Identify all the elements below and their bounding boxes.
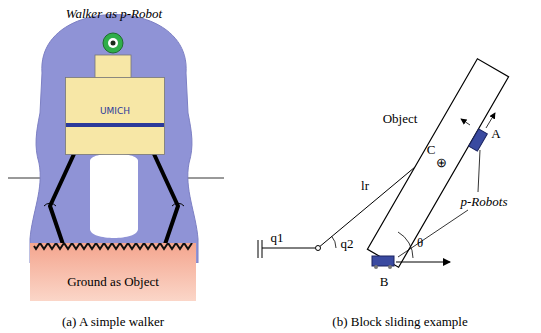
- point-label: C: [427, 143, 436, 157]
- angle-label: θ: [417, 236, 423, 250]
- part-name: Object: [383, 112, 418, 126]
- point-label: A: [491, 127, 500, 141]
- node-shape: [30, 243, 196, 301]
- robot-body: UMICH: [65, 77, 165, 155]
- node-label: Ground as Object: [67, 275, 159, 289]
- ground-block: Ground as Object: [30, 243, 196, 301]
- caption: (b) Block sliding example: [332, 315, 467, 329]
- length-label: lr: [361, 179, 369, 193]
- caption: (a) A simple walker: [62, 315, 164, 329]
- walker-region: Walker as p-RobotUMICH: [28, 1, 200, 263]
- joint-variable: q2: [341, 237, 354, 251]
- mass-center-symbol: ⊕: [436, 156, 447, 170]
- node-label: UMICH: [100, 107, 130, 117]
- part-name: p-Robots: [461, 195, 508, 209]
- heading: Walker as p-Robot: [66, 7, 162, 21]
- joint-variable: q1: [271, 231, 284, 245]
- point-label: B: [380, 275, 389, 289]
